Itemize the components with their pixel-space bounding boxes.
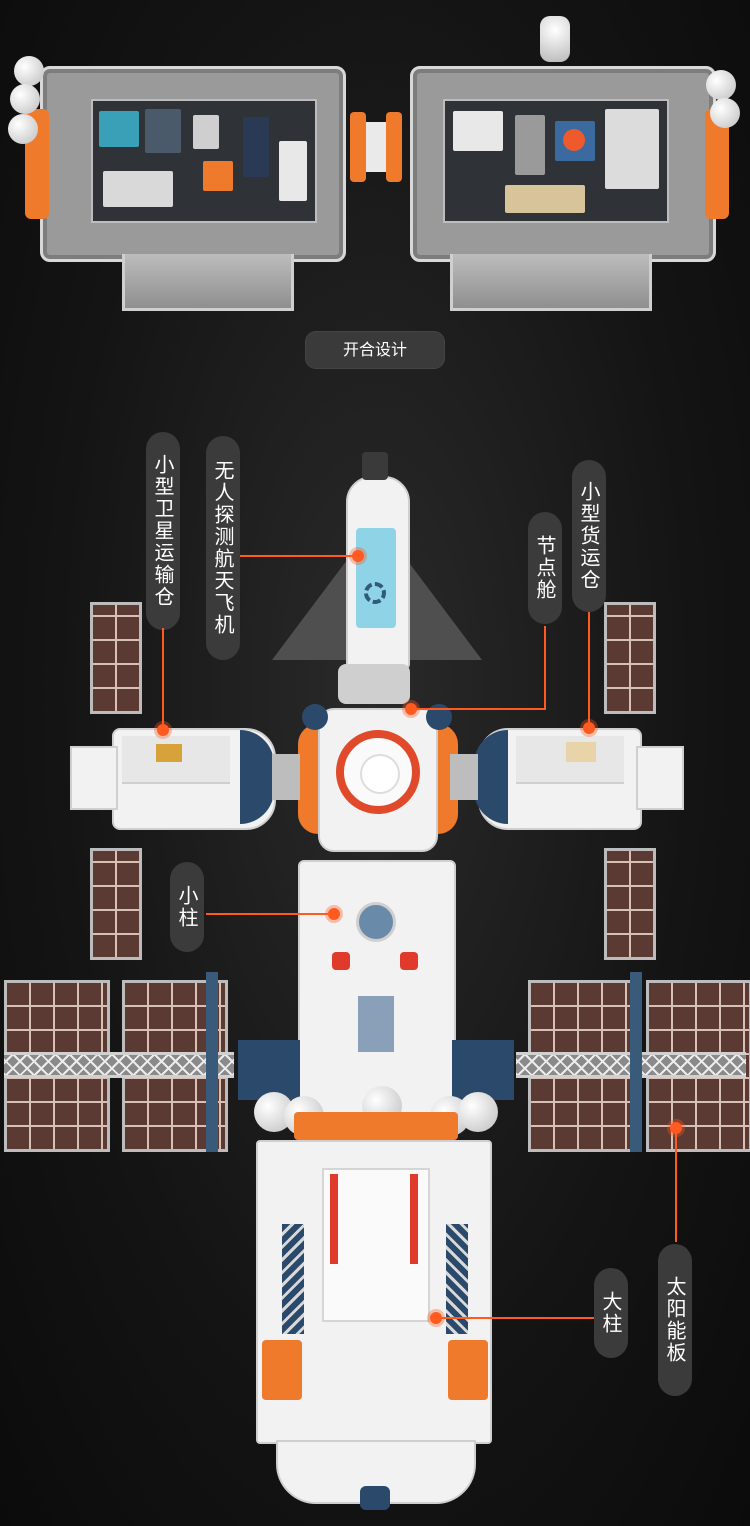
large-pillar-orange-side-left: [262, 1340, 302, 1400]
left-module-endcap: [240, 730, 274, 824]
label-solar-panel: 太阳能板: [658, 1244, 692, 1396]
large-pillar-orange-side-right: [448, 1340, 488, 1400]
leader-small-satellite-transport: [162, 628, 164, 724]
large-pillar-red-stripe-left: [330, 1174, 338, 1264]
large-pillar-red-stripe-right: [410, 1174, 418, 1264]
open-connector-right: [386, 112, 402, 182]
large-pillar-orange-band: [294, 1112, 458, 1140]
dot-node-module: [405, 703, 417, 715]
leader-small-cargo: [588, 612, 590, 722]
left-stand: [122, 254, 294, 311]
label-large-pillar: 大柱: [594, 1268, 628, 1358]
dot-unmanned-probe-shuttle: [352, 550, 364, 562]
left-module-cargo: [156, 744, 182, 762]
open-connector-left: [350, 112, 366, 182]
solar-truss-left: [4, 1052, 234, 1078]
shuttle-nose: [362, 452, 388, 480]
label-unmanned-probe-shuttle: 无人探测航天飞机: [206, 436, 240, 660]
label-node-module: 节点舱: [528, 512, 562, 624]
small-pillar-side-right: [452, 1040, 514, 1100]
large-pillar-chevron-right: [446, 1224, 468, 1334]
leader-node-module-horizontal: [412, 708, 546, 710]
solar-panel-small-top-right: [604, 602, 656, 714]
right-module-dock: [636, 746, 684, 810]
right-module-endcap: [474, 730, 508, 824]
right-module-cargo: [566, 742, 596, 762]
leader-large-pillar: [440, 1317, 594, 1319]
solar-panel-small-bottom-right: [604, 848, 656, 960]
shuttle-gear-icon: [364, 582, 386, 604]
right-module-connector: [450, 754, 478, 800]
label-small-cargo: 小型货运仓: [572, 460, 606, 612]
solar-mast-left: [206, 972, 218, 1152]
leader-solar-panel: [675, 1130, 677, 1242]
small-pillar-module: [298, 860, 456, 1124]
open-close-caption: 开合设计: [306, 332, 444, 368]
dot-small-satellite-transport: [157, 724, 169, 736]
solar-panel-small-top-left: [90, 602, 142, 714]
node-hub: [298, 700, 458, 860]
right-module-half: [410, 66, 729, 262]
small-pillar-red-valve-right: [400, 952, 418, 970]
small-pillar-plate: [358, 996, 394, 1052]
astronaut-figure: [540, 16, 570, 62]
shuttle-window: [356, 528, 396, 628]
solar-mast-right: [630, 972, 642, 1152]
small-pillar-side-left: [238, 1040, 300, 1100]
node-top-coupler: [338, 664, 410, 704]
dot-solar-panel: [670, 1122, 682, 1134]
small-pillar-red-valve-left: [332, 952, 350, 970]
right-stand: [450, 254, 652, 311]
large-pillar-chevron-left: [282, 1224, 304, 1334]
small-pillar-hatch-icon: [356, 902, 396, 942]
large-pillar-tail-port: [360, 1486, 390, 1510]
dot-small-cargo: [583, 722, 595, 734]
label-small-satellite-transport: 小型卫星运输仓: [146, 432, 180, 630]
leader-small-pillar: [206, 913, 330, 915]
left-module-dock: [70, 746, 118, 810]
dot-small-pillar: [328, 908, 340, 920]
label-small-pillar: 小柱: [170, 862, 204, 952]
dot-large-pillar: [430, 1312, 442, 1324]
leader-unmanned-probe-shuttle: [240, 555, 354, 557]
left-module-half: [25, 66, 346, 262]
open-connector-center: [366, 122, 386, 172]
solar-panel-small-bottom-left: [90, 848, 142, 960]
left-module-connector: [272, 754, 300, 800]
leader-node-module-vertical: [544, 626, 546, 710]
